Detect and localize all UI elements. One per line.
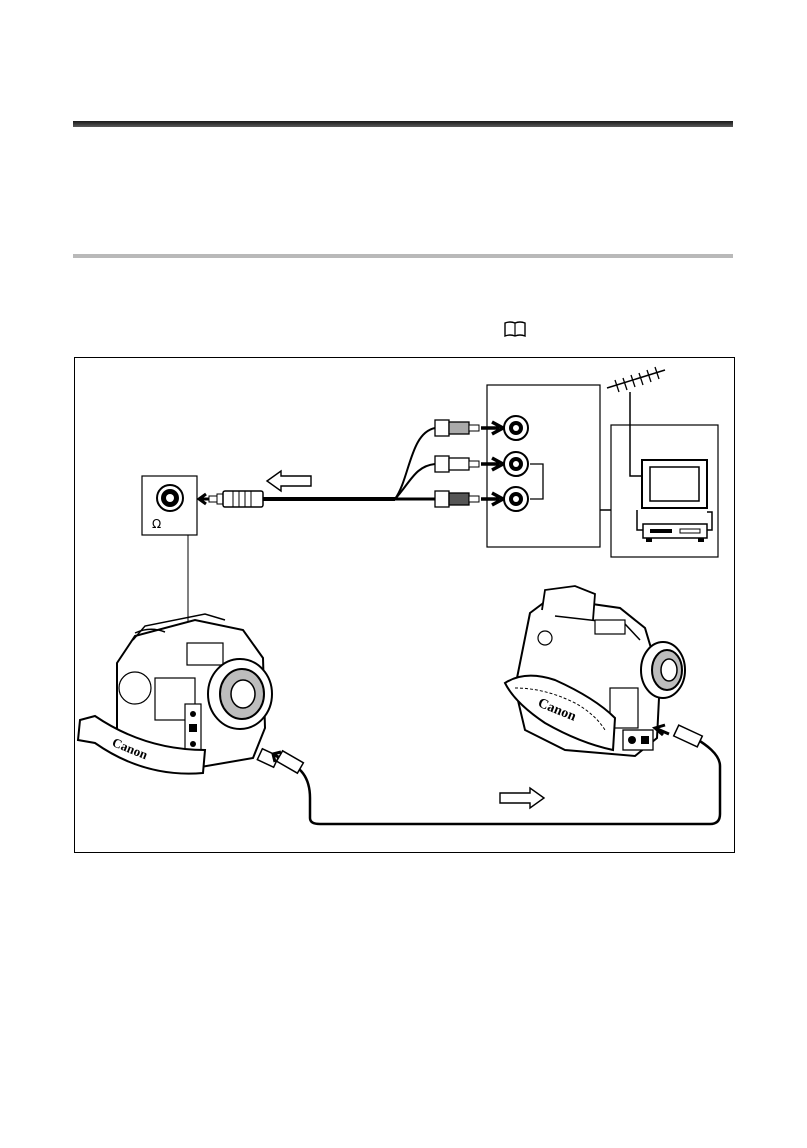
book-icon (504, 320, 526, 338)
camcorder-icon: Canon (78, 614, 279, 774)
rca-plug-bottom (435, 491, 479, 507)
av-plug-right (655, 725, 702, 747)
hollow-arrow-right-icon (500, 788, 544, 808)
hollow-arrow-left-icon (267, 471, 311, 491)
audio-jack-icon (157, 485, 183, 511)
connection-diagram: Ω (74, 357, 735, 853)
section-rule-dark (73, 121, 733, 127)
television-icon (642, 460, 707, 508)
tv-vcr-box (611, 425, 718, 557)
mini-plug (209, 491, 263, 507)
rca-jack-panel (487, 385, 600, 547)
headphone-symbol: Ω (152, 517, 161, 531)
rca-plug-middle (435, 456, 479, 472)
rca-plug-top (435, 420, 479, 436)
section-rule-light (73, 254, 733, 258)
antenna-icon (607, 367, 665, 425)
